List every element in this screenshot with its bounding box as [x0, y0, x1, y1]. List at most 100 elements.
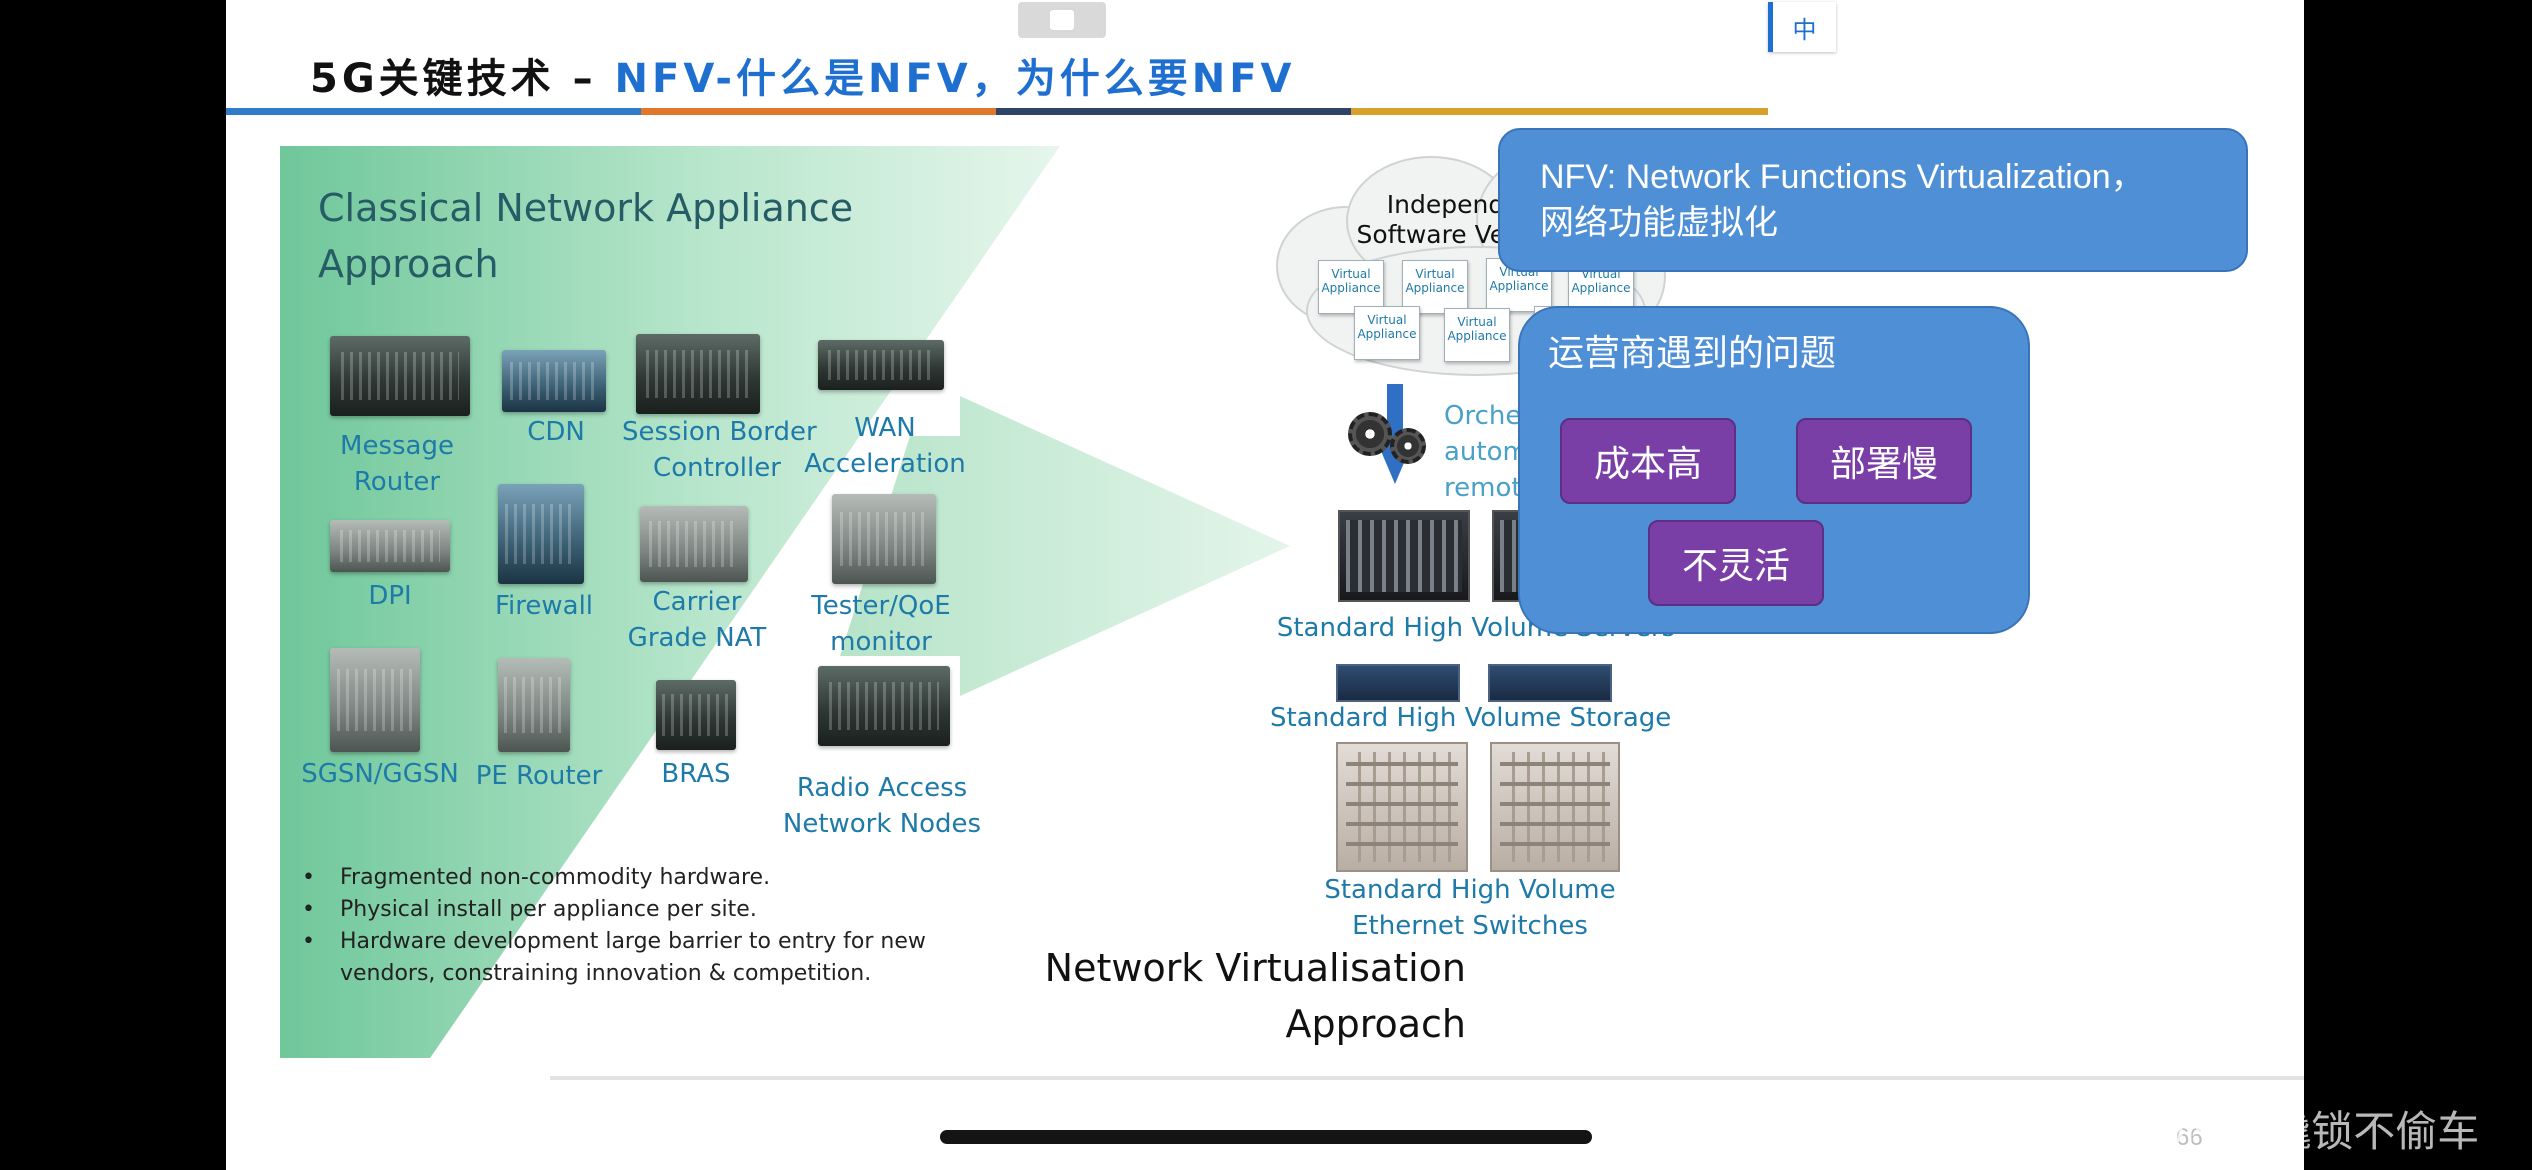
language-toggle[interactable]: 中	[1768, 2, 1836, 52]
switches-label-line: Ethernet Switches	[1352, 911, 1588, 941]
radio-access-icon	[818, 666, 950, 746]
device-label-firewall: Firewall	[484, 588, 604, 624]
virtualisation-heading: Network Virtualisation Approach	[1006, 940, 1466, 1052]
drag-handle[interactable]	[1018, 2, 1106, 38]
firewall-icon	[498, 484, 584, 584]
label-line: SGSN/GGSN	[301, 759, 459, 789]
label-line: BRAS	[661, 759, 731, 789]
page-number: 66	[2176, 1124, 2203, 1151]
label-line: Radio Access	[796, 773, 968, 803]
dpi-icon	[330, 520, 450, 572]
switch-icon	[1336, 742, 1468, 872]
nfv-definition-box: NFV: Network Functions Virtualization， 网…	[1498, 128, 2248, 272]
gear-icon	[1348, 412, 1392, 456]
device-label-wan: WAN Acceleration	[800, 410, 970, 482]
device-label-pe-router: PE Router	[474, 758, 604, 794]
label-line: monitor	[830, 627, 932, 657]
tester-qoe-icon	[832, 494, 936, 584]
va-line: Appliance	[1447, 329, 1507, 343]
va-line: Appliance	[1321, 281, 1381, 295]
switches-label-line: Standard High Volume	[1324, 875, 1616, 905]
sgsn-ggsn-icon	[330, 648, 420, 752]
nfv-definition-line: 网络功能虚拟化	[1540, 204, 1778, 242]
issue-tag-cost: 成本高	[1560, 418, 1736, 504]
footer-rule	[550, 1076, 2304, 1080]
device-label-session-border: Session Border Controller	[622, 414, 817, 486]
bullet-item: Physical install per appliance per site.	[302, 894, 1002, 926]
classical-heading-line-1: Classical Network Appliance	[318, 186, 854, 230]
label-line: DPI	[368, 581, 412, 611]
device-label-dpi: DPI	[330, 578, 450, 614]
bras-icon	[656, 680, 736, 750]
wan-acceleration-icon	[818, 340, 944, 390]
device-label-carrier-nat: Carrier Grade NAT	[622, 584, 772, 656]
carrier-grade-nat-icon	[640, 506, 748, 582]
label-line: Router	[353, 467, 441, 497]
issue-tag-deploy: 部署慢	[1796, 418, 1972, 504]
va-line: Virtual	[1415, 267, 1455, 281]
switches-label: Standard High Volume Ethernet Switches	[1270, 872, 1670, 944]
session-border-controller-icon	[636, 334, 760, 414]
storage-icon	[1336, 664, 1460, 702]
device-label-cdn: CDN	[496, 414, 616, 450]
classical-heading: Classical Network Appliance Approach	[318, 180, 853, 292]
va-line: Virtual	[1367, 313, 1407, 327]
label-line: Message	[340, 431, 454, 461]
title-underline	[226, 108, 1768, 115]
label-line: Network Nodes	[782, 809, 982, 839]
device-label-tester: Tester/QoE monitor	[806, 588, 956, 660]
label-line: WAN	[854, 413, 916, 443]
label-line: Grade NAT	[627, 623, 767, 653]
va-line: Appliance	[1571, 281, 1631, 295]
classical-heading-line-2: Approach	[318, 242, 499, 286]
pe-router-icon	[498, 658, 570, 752]
bullet-item: Hardware development large barrier to en…	[302, 926, 1002, 990]
title-bar-segment-3	[996, 108, 1351, 115]
classical-bullets: Fragmented non-commodity hardware. Physi…	[302, 862, 1002, 990]
virtualisation-heading-line: Network Virtualisation	[1044, 946, 1466, 990]
gear-icon	[1390, 428, 1426, 464]
label-line: Session Border	[622, 417, 817, 447]
title-prefix: 5G关键技术 –	[310, 56, 615, 102]
label-line: Carrier	[652, 587, 742, 617]
message-router-icon	[330, 336, 470, 416]
storage-icon	[1488, 664, 1612, 702]
cdn-icon	[502, 350, 606, 412]
label-line: CDN	[527, 417, 585, 447]
device-label-message-router: Message Router	[322, 428, 472, 500]
label-line: PE Router	[475, 761, 603, 791]
watermark: CSDN @撬锁不偷车	[2096, 1108, 2480, 1155]
va-line: Virtual	[1331, 267, 1371, 281]
storage-label-text: Standard High Volume Storage	[1270, 703, 1672, 733]
home-indicator[interactable]	[940, 1130, 1592, 1144]
va-line: Virtual	[1457, 315, 1497, 329]
bullet-item: Fragmented non-commodity hardware.	[302, 862, 1002, 894]
device-label-sgsn: SGSN/GGSN	[300, 756, 460, 792]
title-bar-segment-2	[641, 108, 996, 115]
va-line: Appliance	[1489, 279, 1549, 293]
va-line: Appliance	[1405, 281, 1465, 295]
device-label-radio-access: Radio Access Network Nodes	[782, 770, 982, 842]
label-line: Tester/QoE	[811, 591, 951, 621]
slide: 中 5G关键技术 – NFV-什么是NFV，为什么要NFV Classical …	[226, 0, 2304, 1170]
title-bar-segment-4	[1351, 108, 1768, 115]
label-line: Acceleration	[804, 449, 966, 479]
slide-title: 5G关键技术 – NFV-什么是NFV，为什么要NFV	[310, 46, 1295, 104]
title-bar-segment-1	[226, 108, 641, 115]
title-highlight: NFV-什么是NFV，为什么要NFV	[614, 56, 1296, 102]
switch-icon	[1490, 742, 1620, 872]
va-line: Appliance	[1357, 327, 1417, 341]
device-label-bras: BRAS	[646, 756, 746, 792]
issues-title: 运营商遇到的问题	[1548, 332, 1837, 373]
storage-label: Standard High Volume Storage	[1270, 700, 1672, 736]
issue-tag-inflexible: 不灵活	[1648, 520, 1824, 606]
server-icon	[1338, 510, 1470, 602]
label-line: Firewall	[494, 591, 594, 621]
virtualisation-heading-line: Approach	[1285, 1002, 1466, 1046]
operator-issues-box: 运营商遇到的问题 成本高 部署慢 不灵活	[1518, 306, 2030, 634]
nfv-definition-line: NFV: Network Functions Virtualization，	[1540, 158, 2145, 196]
